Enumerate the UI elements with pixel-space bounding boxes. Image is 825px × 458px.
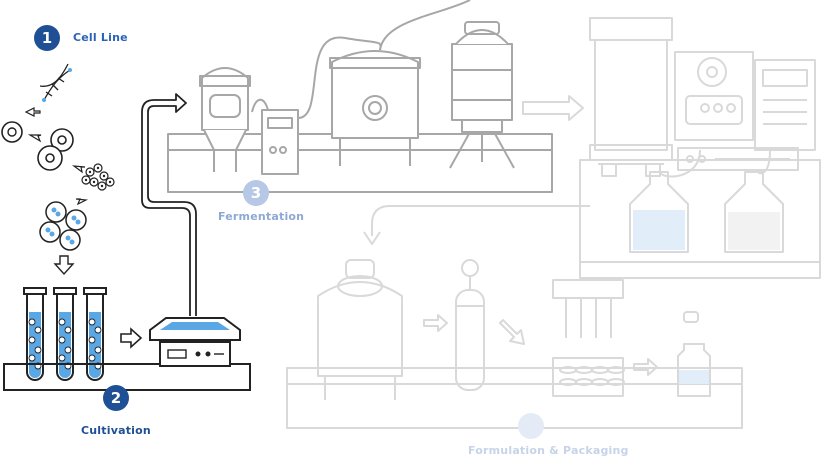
storage-tank <box>317 281 403 377</box>
cultivation-group <box>3 93 251 391</box>
flow-arrow <box>141 93 197 316</box>
cell-cluster-icon <box>81 163 115 191</box>
test-tube <box>23 287 47 381</box>
formulation-bench <box>286 367 743 429</box>
dividing-cell-icon <box>37 128 74 171</box>
controller-unit <box>754 59 816 151</box>
main-fermenter <box>331 50 419 139</box>
right-arrow-icon <box>120 327 143 349</box>
fermentation-group <box>167 0 553 193</box>
step-3-badge: 3 <box>243 180 269 206</box>
down-arrow-icon <box>53 255 75 276</box>
chromatography-column <box>594 39 668 151</box>
step-1-badge: 1 <box>34 25 60 51</box>
gas-cylinder <box>455 289 485 391</box>
vial <box>677 343 711 397</box>
step-1-label: Cell Line <box>73 31 128 44</box>
jacketed-reactor <box>451 43 513 121</box>
transfected-cells-icon <box>39 201 87 251</box>
step-2-label: Cultivation <box>81 424 151 437</box>
shaker-incubator <box>149 317 241 367</box>
dna-icon <box>39 63 72 102</box>
centrifuge <box>674 51 754 141</box>
test-tube <box>83 287 107 381</box>
cell-icon <box>1 121 23 143</box>
step-3-label: Fermentation <box>218 210 305 223</box>
cultivation-bench <box>3 363 251 391</box>
flask-right <box>724 171 784 253</box>
step-4-label: Formulation & Packaging <box>468 444 629 457</box>
test-tubes <box>23 287 107 381</box>
arrow-icon <box>24 107 41 117</box>
step-2-badge: 2 <box>103 385 129 411</box>
test-tube <box>53 287 77 381</box>
flask-left <box>629 171 689 253</box>
faded-equipment <box>286 17 821 429</box>
filling-station <box>552 279 624 299</box>
step-4-badge: 4 <box>518 413 544 439</box>
cell-line-group <box>1 63 115 276</box>
